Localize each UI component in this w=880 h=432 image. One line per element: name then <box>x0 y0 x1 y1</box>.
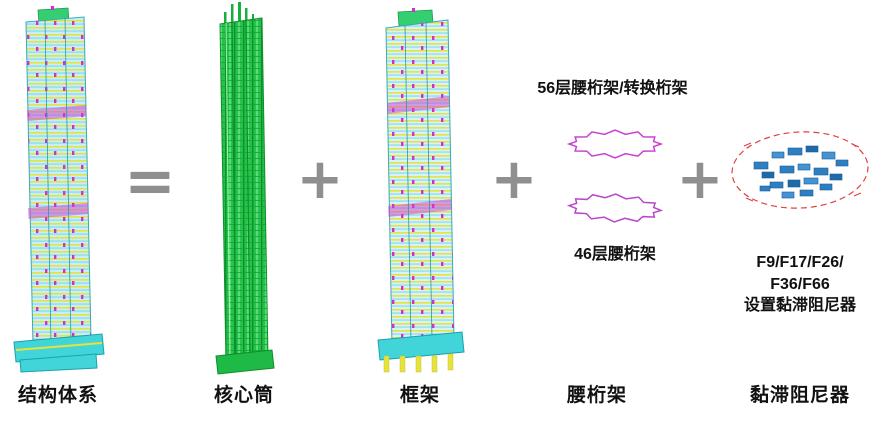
plus-operator-3: + <box>676 147 724 212</box>
plus-operator-2: + <box>490 147 538 212</box>
label-frame: 框架 <box>399 385 440 406</box>
structure-tower-graphic <box>6 6 110 380</box>
belt-truss-top-note: 56层腰桁架/转换桁架 <box>537 80 688 97</box>
label-core: 核心筒 <box>213 385 274 406</box>
damper-plan-icon <box>731 131 869 209</box>
label-damper: 黏滞阻尼器 <box>749 385 850 406</box>
belt-truss-graphic <box>548 112 683 247</box>
damper-note-line2: F36/F66 <box>770 275 830 293</box>
damper-note-line1: F9/F17/F26/ <box>756 254 844 271</box>
label-structure: 结构体系 <box>17 385 98 406</box>
belt-truss-bottom-note: 46层腰桁架 <box>574 246 656 263</box>
damper-note: F9/F17/F26/ F36/F66 设置黏滞阻尼器 <box>720 252 880 317</box>
plus-operator-1: + <box>296 147 344 212</box>
damper-plan-graphic <box>726 118 874 230</box>
core-tube-icon <box>215 2 275 375</box>
belt-truss-rings-icon <box>566 129 664 223</box>
equals-operator: = <box>124 144 176 217</box>
core-tube-graphic <box>198 2 290 380</box>
label-belt: 腰桁架 <box>566 385 627 406</box>
frame-tower-icon <box>377 8 465 373</box>
frame-tower-graphic <box>368 8 472 380</box>
structure-tower-icon <box>13 6 105 373</box>
damper-note-line3: 设置黏滞阻尼器 <box>743 297 856 315</box>
